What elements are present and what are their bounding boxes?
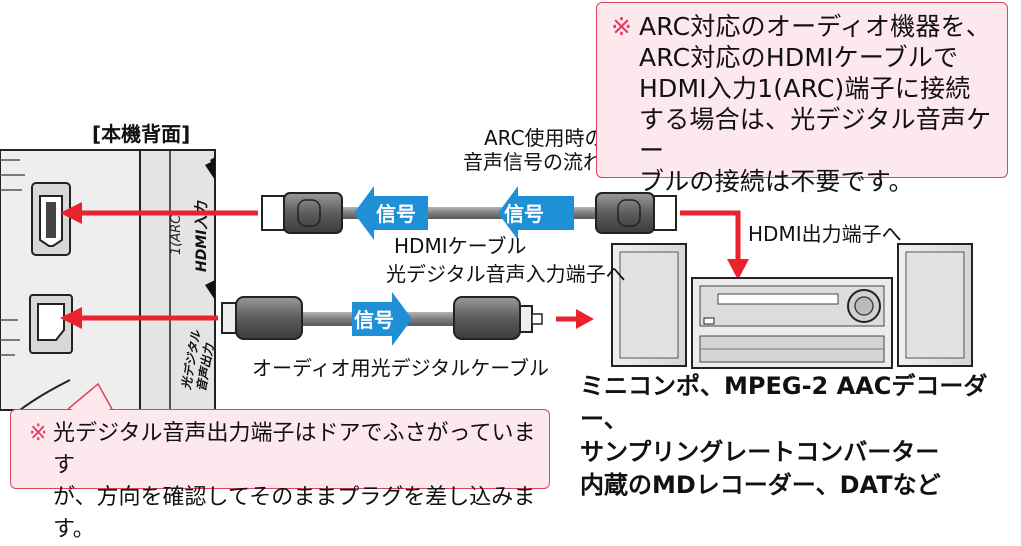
connection-diagram: 1(ARC) HDMI入力 光デジタル 音声出力 bbox=[0, 149, 973, 411]
note-mark-icon: ※ bbox=[611, 12, 632, 41]
signal-arrow-to-optical-port bbox=[60, 307, 218, 329]
optical-port bbox=[29, 294, 73, 354]
signal-arrow-hdmi-out bbox=[680, 210, 749, 280]
arc-flow-label-line1: ARC使用時の bbox=[484, 126, 605, 150]
audio-system-illustration bbox=[611, 243, 973, 369]
device-caption: ミニコンポ、MPEG-2 AACデコーダー、 サンプリングレートコンバーター 内… bbox=[580, 372, 988, 499]
note-mark-icon: ※ bbox=[29, 421, 48, 446]
svg-text:信号: 信号 bbox=[504, 202, 544, 226]
optical-cable-label: オーディオ用光デジタルケーブル bbox=[252, 356, 549, 380]
signal-badge-optical: 信号 bbox=[352, 292, 412, 346]
callout-pointer-cover bbox=[70, 386, 110, 411]
rear-hdmi-input-label: HDMI入力 bbox=[193, 200, 210, 272]
svg-text:信号: 信号 bbox=[376, 202, 416, 226]
optical-in-terminal-label: 光デジタル音声入力端子へ bbox=[386, 262, 626, 286]
signal-arrow-optical-in bbox=[556, 309, 594, 329]
hdmi-out-terminal-label: HDMI出力端子へ bbox=[748, 222, 902, 246]
arc-note-box: ※ ARC対応のオーディオ機器を、 ARC対応のHDMIケーブルで HDMI入力… bbox=[596, 2, 1008, 196]
signal-badge-hdmi-right: 信号 bbox=[498, 186, 574, 240]
signal-arrow-to-hdmi-port bbox=[60, 202, 258, 224]
signal-badge-hdmi-left: 信号 bbox=[354, 186, 428, 240]
hdmi-cable-label: HDMIケーブル bbox=[394, 234, 527, 258]
hdmi-port bbox=[31, 182, 71, 256]
svg-text:信号: 信号 bbox=[354, 308, 394, 332]
arc-note-text: ARC対応のオーディオ機器を、 ARC対応のHDMIケーブルで HDMI入力1(… bbox=[639, 12, 992, 196]
rear-hdmi-arc-label: 1(ARC) bbox=[169, 210, 184, 255]
arc-flow-label-line2: 音声信号の流れ bbox=[463, 150, 603, 174]
optical-note-box: ※ 光デジタル音声出力端子はドアでふさがっています が、方向を確認してそのままプ… bbox=[10, 409, 550, 542]
rear-title: [本機背面] bbox=[92, 122, 191, 146]
